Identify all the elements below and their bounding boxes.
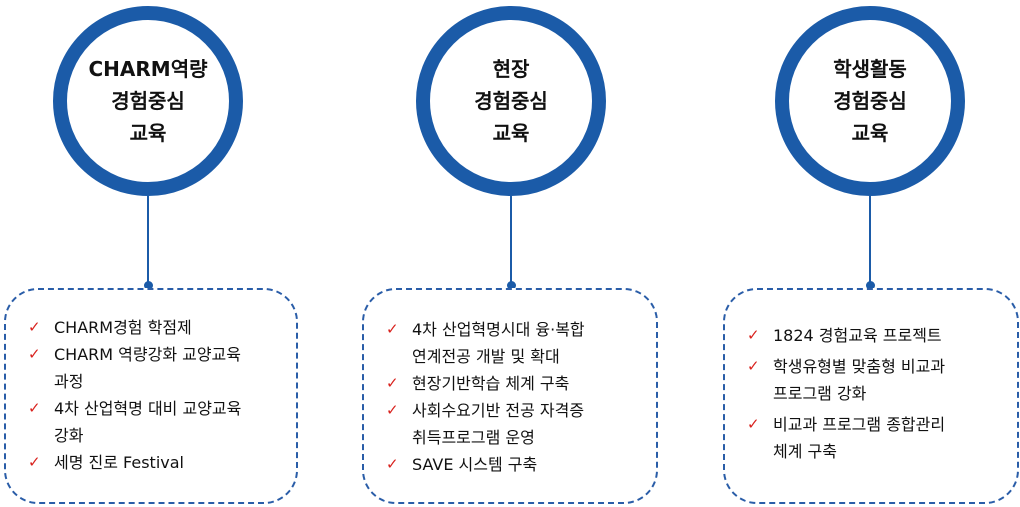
- title-line: 교육: [492, 121, 530, 145]
- circle-title: 현장 경험중심 교육: [474, 53, 548, 149]
- item-line: SAVE 시스템 구축: [412, 455, 538, 474]
- list-item: ✓ 현장기반학습 체계 구축: [386, 370, 585, 397]
- check-icon: ✓: [747, 326, 760, 344]
- item-line: 1824 경험교육 프로젝트: [773, 326, 942, 345]
- check-icon: ✓: [386, 455, 399, 473]
- item-line: 현장기반학습 체계 구축: [412, 374, 570, 393]
- title-line: 교육: [851, 121, 889, 145]
- item-line: 연계전공 개발 및 확대: [412, 347, 560, 366]
- column-charm: CHARM역량 경험중심 교육 ✓ CHARM경험 학점제 ✓ CHARM 역량강화…: [0, 0, 340, 507]
- item-line: 세명 진로 Festival: [54, 453, 184, 472]
- circle-title: 학생활동 경험중심 교육: [833, 53, 907, 149]
- item-line: 프로그램 강화: [773, 384, 867, 403]
- title-line: 경험중심: [474, 89, 548, 113]
- circle-field: 현장 경험중심 교육: [416, 6, 606, 196]
- check-icon: ✓: [28, 345, 41, 363]
- title-line: 학생활동: [833, 57, 907, 81]
- list-item: ✓ 세명 진로 Festival: [28, 449, 241, 476]
- connector-dot: [866, 281, 875, 290]
- connector-dot: [144, 281, 153, 290]
- circle-charm: CHARM역량 경험중심 교육: [53, 6, 243, 196]
- circle-activity: 학생활동 경험중심 교육: [775, 6, 965, 196]
- connector-line: [510, 196, 512, 286]
- item-line: 비교과 프로그램 종합관리: [773, 415, 946, 434]
- check-icon: ✓: [386, 401, 399, 419]
- title-line: 현장: [492, 57, 530, 81]
- item-line: CHARM경험 학점제: [54, 318, 192, 337]
- title-line: 교육: [129, 121, 167, 145]
- list-item: ✓ CHARM경험 학점제: [28, 314, 241, 341]
- item-line: 취득프로그램 운영: [412, 428, 535, 447]
- item-line: CHARM 역량강화 교양교육: [54, 345, 242, 364]
- title-line: 경험중심: [833, 89, 907, 113]
- item-line: 학생유형별 맞춤형 비교과: [773, 357, 946, 376]
- item-line: 과정: [54, 372, 84, 391]
- connector-line: [147, 196, 149, 286]
- item-line: 4차 산업혁명 대비 교양교육: [54, 399, 242, 418]
- item-line: 체계 구축: [773, 442, 837, 461]
- check-icon: ✓: [747, 357, 760, 375]
- column-activity: 학생활동 경험중심 교육 ✓ 1824 경험교육 프로젝트 ✓ 학생유형별 맞춤형 …: [680, 0, 1020, 507]
- check-icon: ✓: [747, 415, 760, 433]
- check-icon: ✓: [28, 453, 41, 471]
- list-item: ✓ 1824 경험교육 프로젝트: [747, 322, 945, 349]
- circle-title: CHARM역량 경험중심 교육: [89, 53, 208, 149]
- check-icon: ✓: [386, 320, 399, 338]
- connector-line: [869, 196, 871, 286]
- list-item: ✓ SAVE 시스템 구축: [386, 451, 585, 478]
- item-line: 강화: [54, 426, 84, 445]
- title-line: CHARM역량: [88, 57, 208, 81]
- check-icon: ✓: [386, 374, 399, 392]
- title-line: 경험중심: [111, 89, 185, 113]
- item-line: 4차 산업혁명시대 융·복합: [412, 320, 585, 339]
- connector-dot: [507, 281, 516, 290]
- check-icon: ✓: [28, 318, 41, 336]
- item-line: 사회수요기반 전공 자격증: [412, 401, 585, 420]
- check-icon: ✓: [28, 399, 41, 417]
